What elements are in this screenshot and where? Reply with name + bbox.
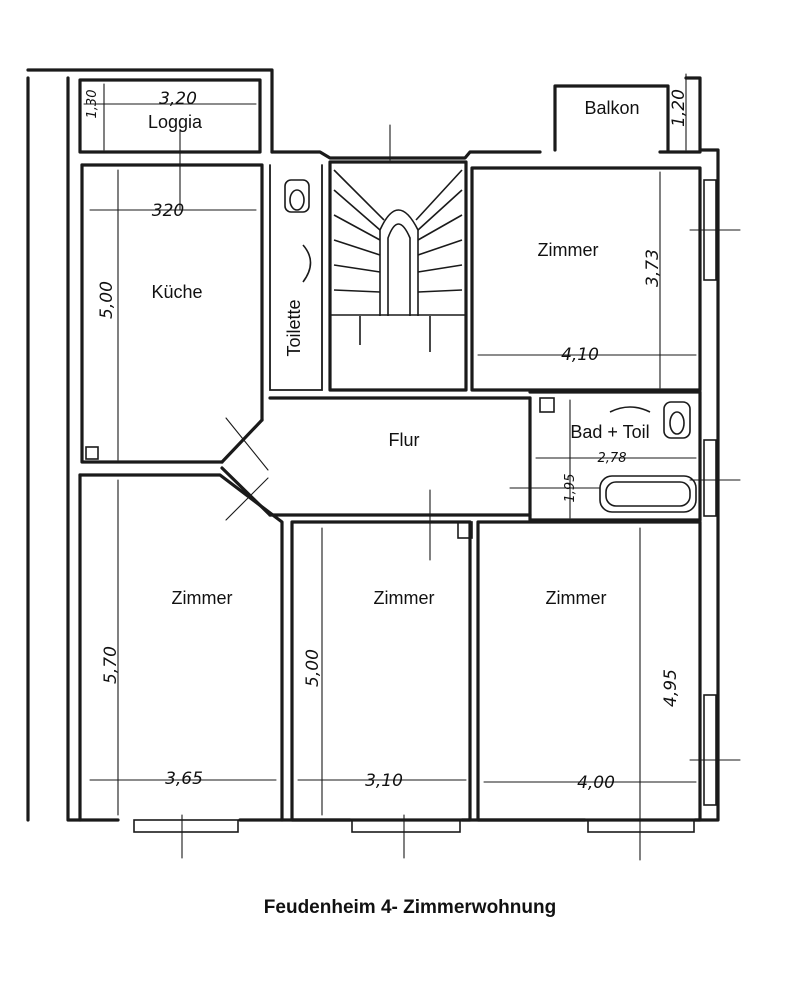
dim-loggia-depth: 1,30 (85, 90, 100, 119)
loggia-area (78, 78, 262, 154)
dim-bad-width: 2,78 (598, 451, 627, 466)
dim-zimmer-bm-width: 3,10 (365, 771, 403, 791)
room-label-zimmer-bottom-left: Zimmer (172, 588, 233, 608)
room-label-flur: Flur (389, 430, 420, 450)
dim-zimmer-top-right-length: 3,73 (643, 249, 663, 287)
staircase (330, 169, 466, 352)
room-label-loggia: Loggia (148, 112, 203, 132)
sanitary-fixtures (85, 179, 697, 539)
room-label-toilette: Toilette (284, 299, 304, 356)
dim-zimmer-top-right-width: 4,10 (561, 345, 599, 365)
dim-balkon-depth: 1,20 (669, 89, 689, 127)
dim-zimmer-br-length: 4,95 (661, 669, 681, 707)
room-label-zimmer-bottom-right: Zimmer (546, 588, 607, 608)
room-label-balkon: Balkon (584, 98, 639, 118)
dim-bad-depth: 1,95 (563, 474, 578, 503)
dim-zimmer-bl-width: 3,65 (165, 769, 203, 789)
dim-zimmer-bm-length: 5,00 (303, 649, 323, 687)
room-label-zimmer-top-right: Zimmer (538, 240, 599, 260)
interior-walls (78, 160, 702, 822)
dim-loggia-width: 3,20 (159, 89, 197, 109)
dim-kueche-width: 320 (152, 201, 184, 221)
room-label-bad: Bad + Toil (570, 422, 649, 442)
dim-zimmer-br-width: 4,00 (577, 773, 615, 793)
room-label-kueche: Küche (151, 282, 202, 302)
dim-zimmer-bl-length: 5,70 (101, 646, 121, 684)
dimension-lines (89, 124, 741, 861)
balkon-area (553, 73, 687, 152)
floor-plan: Loggia Balkon Küche Toilette Zimmer Flur… (26, 68, 741, 861)
plan-caption: Feudenheim 4- Zimmerwohnung (263, 897, 557, 918)
outer-walls (26, 68, 720, 822)
dim-kueche-length: 5,00 (97, 281, 117, 319)
room-label-zimmer-bottom-middle: Zimmer (374, 588, 435, 608)
